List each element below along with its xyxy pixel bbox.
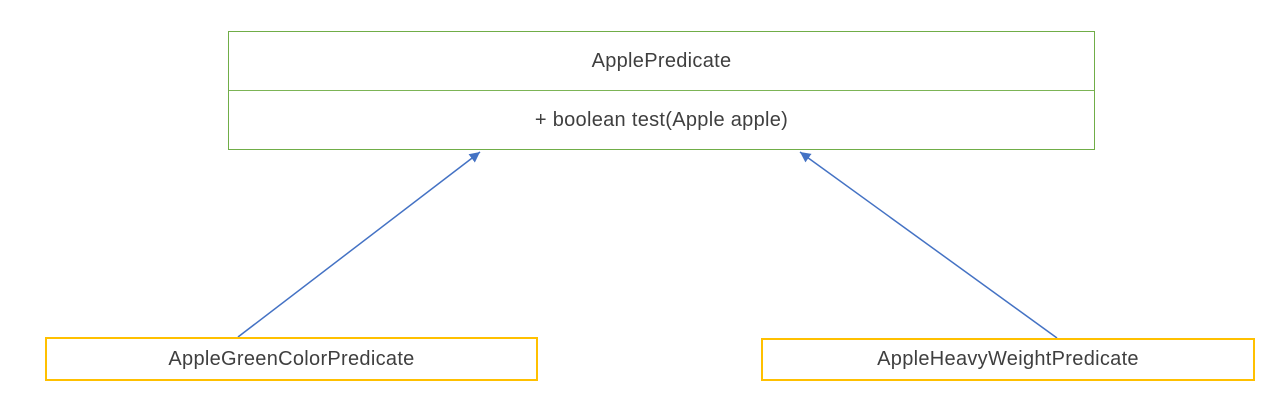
method-signature: + boolean test(Apple apple) <box>534 108 789 131</box>
inheritance-arrow-right <box>799 151 1058 339</box>
class-box-applepredicate: ApplePredicate + boolean test(Apple appl… <box>228 31 1095 150</box>
inheritance-arrow-left <box>237 151 481 338</box>
class-name-compartment: ApplePredicate <box>229 32 1094 91</box>
child-class-name: AppleHeavyWeightPredicate <box>877 348 1139 370</box>
class-box-appleheavyweightpredicate: AppleHeavyWeightPredicate <box>761 338 1255 381</box>
child-class-name: AppleGreenColorPredicate <box>168 347 415 370</box>
class-box-applegreencolorpredicate: AppleGreenColorPredicate <box>45 337 538 381</box>
class-name: ApplePredicate <box>591 49 732 72</box>
class-method-compartment: + boolean test(Apple apple) <box>229 91 1094 149</box>
